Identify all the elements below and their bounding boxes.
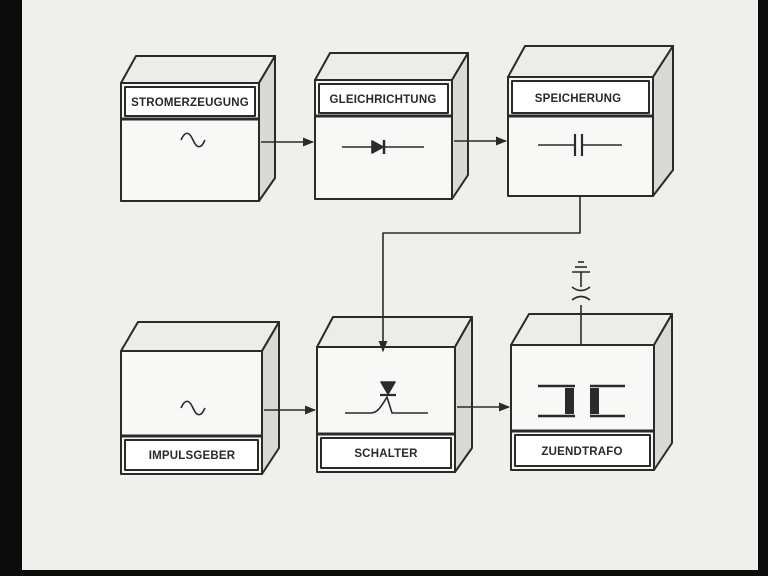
block-label-power-generation: STROMERZEUGUNG [131, 97, 249, 109]
block-label-storage: SPEICHERUNG [535, 93, 622, 105]
block-label-rectification: GLEICHRICHTUNG [330, 94, 437, 106]
block-label-switch: SCHALTER [354, 448, 418, 460]
connector-arrows [261, 136, 582, 415]
arrow-storage-to-switch [378, 196, 581, 353]
block-label-ignition-coil: ZUENDTRAFO [541, 446, 622, 458]
block-power-generation: STROMERZEUGUNG [120, 55, 276, 202]
spark-gap-icon [571, 261, 591, 301]
block-label-pulse-generator: IMPULSGEBER [149, 450, 236, 462]
transformer-icon [538, 384, 625, 418]
capacitor-icon [538, 134, 622, 156]
thyristor-icon [345, 381, 428, 414]
block-ignition-coil: ZUENDTRAFO [510, 313, 673, 471]
block-rectification: GLEICHRICHTUNG [314, 52, 469, 200]
diode-icon [342, 140, 424, 154]
block-switch: SCHALTER [316, 316, 473, 473]
ac-source-icon [180, 132, 206, 148]
block-pulse-generator: IMPULSGEBER [120, 321, 280, 475]
block-storage: SPEICHERUNG [507, 45, 674, 197]
ac-source-icon [180, 400, 206, 416]
